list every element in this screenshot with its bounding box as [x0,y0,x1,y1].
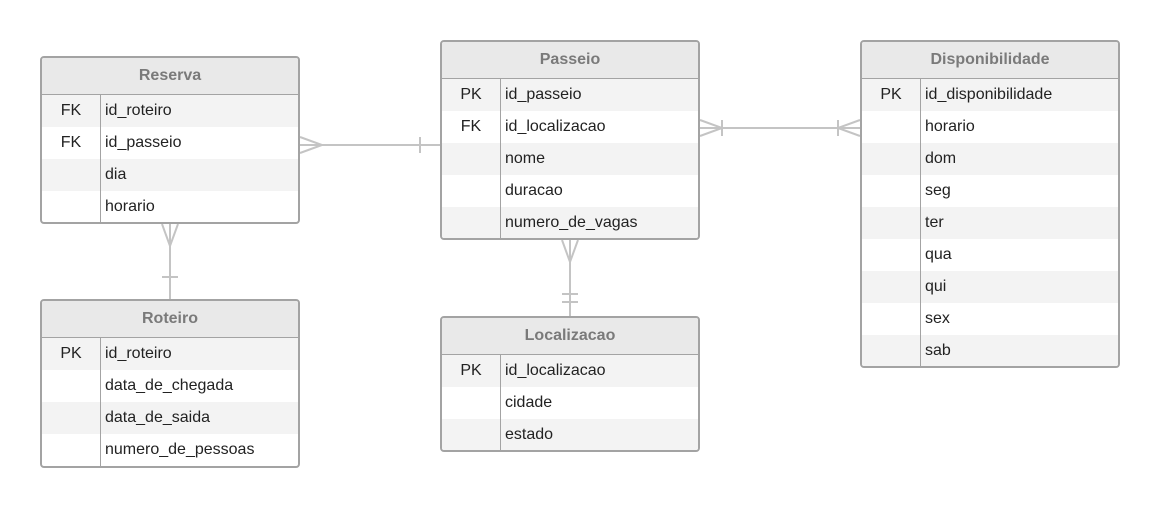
field-name: data_de_saida [105,409,210,426]
field-name: numero_de_vagas [505,214,638,231]
entity-localizacao[interactable]: Localizacao PK id_localizacao cidade est… [440,316,700,452]
field-row[interactable]: qua [862,239,1118,271]
field-row[interactable]: data_de_chegada [42,370,298,402]
field-row[interactable]: horario [42,191,298,222]
field-name: cidade [505,394,553,411]
field-name: dia [105,166,127,183]
field-name: qua [925,246,952,263]
entity-title: Roteiro [42,301,298,338]
field-name: numero_de_pessoas [105,441,255,458]
entity-rows: PK id_disponibilidade horario dom seg te… [862,79,1118,366]
field-name: id_disponibilidade [925,86,1053,103]
entity-title: Disponibilidade [862,42,1118,79]
field-row[interactable]: FK id_localizacao [442,111,698,143]
entity-title: Reserva [42,58,298,95]
field-row[interactable]: ter [862,207,1118,239]
field-row[interactable]: seg [862,175,1118,207]
key-label: PK [880,86,902,103]
relationship-passeio-disponibilidade [699,119,861,137]
entity-rows: FK id_roteiro FK id_passeio dia horario [42,95,298,222]
field-row[interactable]: qui [862,271,1118,303]
field-row[interactable]: dia [42,159,298,191]
field-name: id_roteiro [105,345,172,362]
entity-title: Passeio [442,42,698,79]
field-name: id_passeio [105,134,182,151]
relationship-reserva-passeio [299,136,440,154]
key-label: PK [60,345,82,362]
field-row[interactable]: sab [862,335,1118,366]
relationship-reserva-roteiro [161,223,179,299]
field-row[interactable]: PK id_localizacao [442,355,698,387]
column-divider [920,79,921,366]
field-row[interactable]: numero_de_vagas [442,207,698,238]
column-divider [500,355,501,450]
field-row[interactable]: PK id_roteiro [42,338,298,370]
field-row[interactable]: data_de_saida [42,402,298,434]
field-name: sab [925,342,951,359]
entity-passeio[interactable]: Passeio PK id_passeio FK id_localizacao … [440,40,700,240]
column-divider [100,338,101,466]
entity-rows: PK id_roteiro data_de_chegada data_de_sa… [42,338,298,466]
field-name: data_de_chegada [105,377,234,394]
field-name: estado [505,426,554,443]
field-row[interactable]: numero_de_pessoas [42,434,298,466]
field-row[interactable]: PK id_passeio [442,79,698,111]
field-name: id_passeio [505,86,582,103]
entity-roteiro[interactable]: Roteiro PK id_roteiro data_de_chegada da… [40,299,300,468]
field-row[interactable]: cidade [442,387,698,419]
key-label: FK [460,118,482,135]
field-row[interactable]: duracao [442,175,698,207]
entity-reserva[interactable]: Reserva FK id_roteiro FK id_passeio dia … [40,56,300,224]
field-name: id_localizacao [505,118,606,135]
field-row[interactable]: FK id_passeio [42,127,298,159]
relationship-passeio-localizacao [561,239,579,316]
field-name: sex [925,310,950,327]
entity-disponibilidade[interactable]: Disponibilidade PK id_disponibilidade ho… [860,40,1120,368]
key-label: FK [60,134,82,151]
field-name: horario [105,198,155,215]
field-row[interactable]: nome [442,143,698,175]
field-name: dom [925,150,957,167]
field-name: nome [505,150,546,167]
field-row[interactable]: PK id_disponibilidade [862,79,1118,111]
entity-rows: PK id_localizacao cidade estado [442,355,698,450]
field-name: id_localizacao [505,362,606,379]
field-row[interactable]: horario [862,111,1118,143]
field-name: id_roteiro [105,102,172,119]
entity-rows: PK id_passeio FK id_localizacao nome dur… [442,79,698,238]
field-row[interactable]: FK id_roteiro [42,95,298,127]
field-name: horario [925,118,975,135]
key-label: PK [460,362,482,379]
column-divider [500,79,501,238]
field-row[interactable]: estado [442,419,698,450]
entity-title: Localizacao [442,318,698,355]
field-name: ter [925,214,944,231]
column-divider [100,95,101,222]
field-name: seg [925,182,951,199]
key-label: PK [460,86,482,103]
key-label: FK [60,102,82,119]
field-name: duracao [505,182,563,199]
field-name: qui [925,278,947,295]
field-row[interactable]: sex [862,303,1118,335]
field-row[interactable]: dom [862,143,1118,175]
